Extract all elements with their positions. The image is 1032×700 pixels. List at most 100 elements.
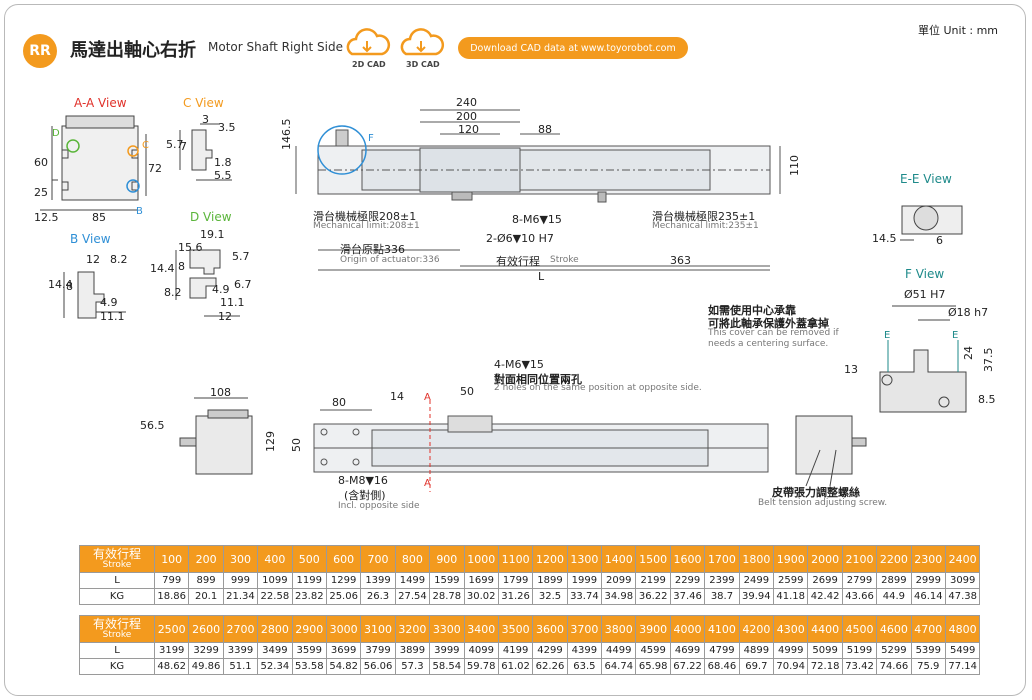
table-cell: 54.82 (325, 658, 362, 675)
a-marker-bottom: A (424, 478, 431, 489)
table-cell: 1400 (601, 545, 637, 573)
table-cell: 4700 (910, 615, 946, 643)
e-marker-left: E (884, 330, 891, 341)
cad-3d-label[interactable]: 3D CAD (406, 60, 440, 69)
stroke-header-en: Stroke (102, 560, 132, 570)
dim-top-120: 120 (458, 123, 479, 136)
dim-d-11-1: 11.1 (220, 296, 245, 309)
dim-top-363: 363 (670, 254, 691, 267)
dim-aa-60: 60 (34, 156, 48, 169)
table-cell: 1900 (773, 545, 809, 573)
d-view-drawing (175, 249, 240, 317)
dim-d-8-2: 8.2 (164, 286, 182, 299)
table-cell: 1099 (257, 572, 293, 589)
table-cell: 3499 (257, 642, 293, 659)
dim-ee-6: 6 (936, 234, 943, 247)
table-cell: 3200 (394, 615, 431, 643)
table-cell: 3699 (325, 642, 362, 659)
table-cell: 4599 (635, 642, 671, 659)
table-cell: 300 (222, 545, 259, 573)
table-cell: 3999 (429, 642, 465, 659)
table-cell: 3700 (566, 615, 603, 643)
table-cell: 900 (429, 545, 465, 573)
table-cell: 49.86 (188, 658, 224, 675)
length-row-header: L (79, 572, 155, 589)
table-cell: 52.34 (257, 658, 293, 675)
dim-b-8-2: 8.2 (110, 253, 128, 266)
table-cell: 899 (188, 572, 224, 589)
table-cell: 500 (291, 545, 327, 573)
b-marker: B (136, 206, 143, 217)
dim-top-200: 200 (456, 110, 477, 123)
table-cell: 1699 (463, 572, 499, 589)
m8-label: 8-M8▼16 (338, 474, 388, 487)
table-cell: 4499 (601, 642, 637, 659)
table-cell: 5199 (841, 642, 878, 659)
mech-limit-right-en: Mechanical limit:235±1 (652, 221, 759, 231)
table-cell: 1200 (532, 545, 568, 573)
dim-f-18: Ø18 h7 (948, 306, 989, 319)
table-cell: 1000 (463, 545, 499, 573)
table-cell: 20.1 (188, 588, 224, 605)
table-cell: 2699 (807, 572, 843, 589)
dim-c-3: 3 (202, 113, 209, 126)
table-cell: 3900 (635, 615, 671, 643)
table-cell: 3500 (497, 615, 534, 643)
origin-label: 滑台原點336 (340, 243, 405, 256)
dim-bottom-14: 14 (390, 390, 404, 403)
stroke-label: 有效行程 (496, 255, 540, 268)
table-cell: 2500 (153, 615, 190, 643)
belt-note-zh: 皮帶張力調整螺絲 (772, 486, 860, 499)
length-row-header: L (79, 642, 155, 659)
dim-top-240: 240 (456, 96, 477, 109)
dim-aa-85: 85 (92, 211, 106, 224)
mech-limit-right: 滑台機械極限235±1 (652, 210, 756, 223)
dim-f-8-5: 8.5 (978, 393, 996, 406)
table-cell: 4000 (669, 615, 706, 643)
table-cell: 77.14 (944, 658, 981, 675)
table-cell: 53.58 (291, 658, 327, 675)
table-cell: 3399 (222, 642, 259, 659)
table-cell: 18.86 (153, 588, 190, 605)
dim-d-5-7: 5.7 (232, 250, 250, 263)
table-cell: 69.7 (738, 658, 775, 675)
dim-b-11-1: 11.1 (100, 310, 125, 323)
table-cell: 600 (325, 545, 362, 573)
table-cell: 3600 (532, 615, 568, 643)
table-cell: 799 (153, 572, 190, 589)
table-cell: 3800 (601, 615, 637, 643)
table-cell: 1799 (497, 572, 534, 589)
table-cell: 61.02 (497, 658, 534, 675)
bottom-left-motor-drawing (179, 397, 253, 475)
cad-2d-cloud-icon[interactable] (346, 28, 391, 56)
table-cell: 1300 (566, 545, 603, 573)
table-cell: 1800 (738, 545, 775, 573)
title-english: Motor Shaft Right Side (208, 40, 343, 54)
table-cell: 28.78 (429, 588, 465, 605)
cad-3d-cloud-icon[interactable] (400, 28, 445, 56)
table-cell: 43.66 (841, 588, 878, 605)
download-cad-button[interactable]: Download CAD data at www.toyorobot.com (458, 37, 688, 59)
m8-note-en: Incl. opposite side (338, 501, 420, 511)
table-cell: 46.14 (910, 588, 946, 605)
dim-ee-14-5: 14.5 (872, 232, 897, 245)
dim-top-110: 110 (788, 155, 801, 176)
table-cell: 400 (257, 545, 293, 573)
model-badge: RR (23, 34, 57, 68)
table-cell: 1299 (325, 572, 362, 589)
dim-d-8: 8 (178, 260, 185, 273)
table-cell: 58.54 (429, 658, 465, 675)
b-view-drawing (63, 271, 126, 319)
cover-note-zh2: 可將此軸承保護外蓋拿掉 (708, 317, 829, 330)
m6-holes-label: 4-M6▼15 (494, 358, 544, 371)
table-cell: 1500 (635, 545, 671, 573)
cad-2d-label[interactable]: 2D CAD (352, 60, 386, 69)
table-cell: 2999 (910, 572, 946, 589)
table-cell: 72.18 (807, 658, 843, 675)
table-cell: 2700 (222, 615, 259, 643)
table-cell: 4999 (773, 642, 809, 659)
table-cell: 2099 (601, 572, 637, 589)
